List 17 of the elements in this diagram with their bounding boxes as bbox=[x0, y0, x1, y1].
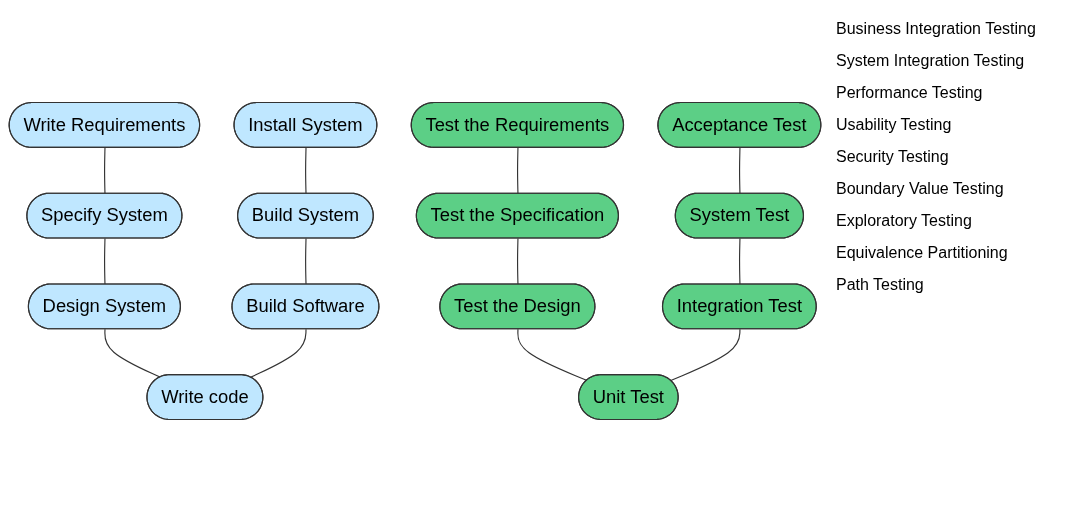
testing-type-label: Performance Testing bbox=[836, 84, 984, 102]
testing-type-label: Path Testing bbox=[836, 276, 925, 294]
connector bbox=[104, 328, 162, 378]
testing-type-label: Exploratory Testing bbox=[836, 212, 973, 230]
testing-type-label: Security Testing bbox=[836, 148, 950, 166]
connector bbox=[517, 147, 519, 195]
connector bbox=[517, 328, 588, 382]
connector bbox=[305, 147, 307, 195]
testing-type-label: Boundary Value Testing bbox=[836, 180, 1005, 198]
connector bbox=[249, 328, 307, 378]
connector bbox=[104, 147, 106, 195]
testing-type-label: System Integration Testing bbox=[836, 52, 1026, 70]
testing-type-label: Usability Testing bbox=[836, 116, 953, 134]
connector bbox=[670, 328, 741, 382]
testing-type-label: Business Integration Testing bbox=[836, 20, 1037, 38]
connector bbox=[739, 147, 741, 195]
testing-type-label: Equivalence Partitioning bbox=[836, 244, 1009, 262]
